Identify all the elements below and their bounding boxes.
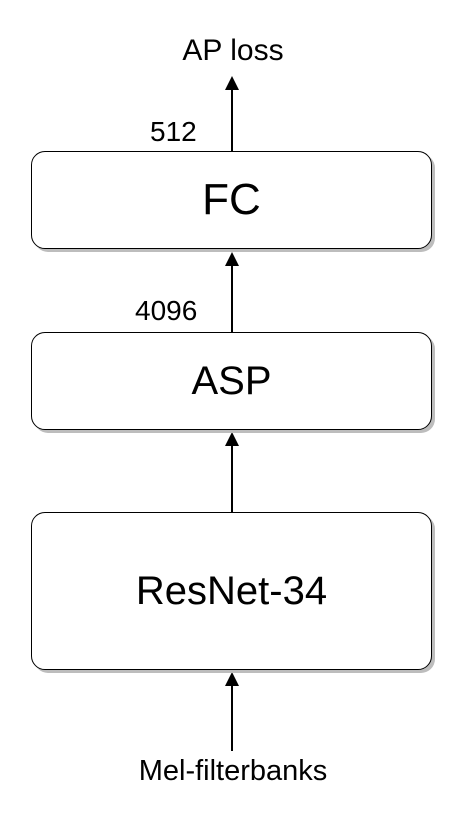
fc-output-dimension: 512 xyxy=(150,116,197,147)
input-label: Mel-filterbanks xyxy=(138,755,328,787)
arrowhead-fc xyxy=(225,252,239,266)
output-label: AP loss xyxy=(182,34,284,67)
asp-block: ASP xyxy=(31,332,432,430)
asp-output-dimension: 4096 xyxy=(135,295,198,326)
arrowhead-output xyxy=(225,76,239,90)
asp-label: ASP xyxy=(191,358,272,403)
resnet-block: ResNet-34 xyxy=(31,512,432,670)
arrowhead-asp xyxy=(225,432,239,446)
arrowhead-resnet xyxy=(225,672,239,686)
fc-block: FC xyxy=(31,151,432,249)
fc-label: FC xyxy=(202,175,261,224)
resnet-label: ResNet-34 xyxy=(135,568,328,613)
